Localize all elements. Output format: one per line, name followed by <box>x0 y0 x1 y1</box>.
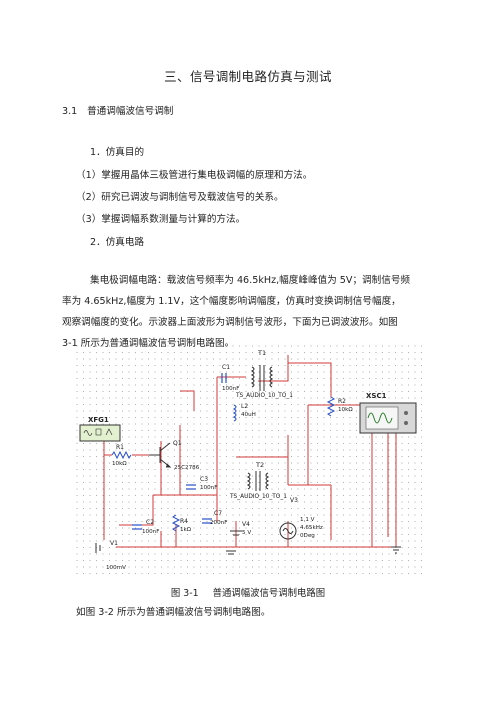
xsc1-label: XSC1 <box>366 392 387 400</box>
c2-label: C2 <box>146 519 154 526</box>
c7-value: 200nF <box>210 520 227 526</box>
function-generator-xfg1 <box>79 424 121 442</box>
purpose-item-2: （2）研究已调波与调制信号及载波信号的关系。 <box>76 192 284 203</box>
v4-value: 5 V <box>242 530 251 536</box>
ground-symbols <box>226 546 401 555</box>
dc-source-v4 <box>230 530 242 536</box>
v4-label: V4 <box>242 521 250 528</box>
wires <box>103 355 397 548</box>
transformer-t2 <box>246 471 270 491</box>
c1-value: 100nF <box>222 386 239 392</box>
v1-value: 100mV <box>106 565 126 571</box>
resistor-r2 <box>326 396 336 417</box>
q1-value: 2SC2786 <box>174 465 200 471</box>
capacitor-c7 <box>202 518 212 524</box>
purpose-item-3: （3）掌握调幅系数测量与计算的方法。 <box>76 214 246 225</box>
transformer-t1 <box>250 365 274 391</box>
paragraph-line-2: 率为 4.65kHz,幅度为 1.1V，这个幅度影响调幅度，仿真时变换调制信号幅… <box>62 296 401 307</box>
c3-value: 100nF <box>200 485 217 491</box>
section-number: 3.1 <box>62 106 78 117</box>
capacitor-c1 <box>221 373 227 383</box>
section-heading: 3.1 普通调幅波信号调制 <box>62 103 173 117</box>
resistor-r1 <box>111 450 132 460</box>
v3-label: V3 <box>290 497 298 504</box>
l2-value: 40uH <box>241 412 256 418</box>
v3-amplitude: 1.1 V <box>300 517 315 523</box>
next-paragraph-line: 如图 3-2 所示为普通调幅波信号调制电路图。 <box>76 607 271 618</box>
r4-value: 1kΩ <box>180 527 192 533</box>
paragraph-line-1: 集电极调幅电路：载波信号频率为 46.5kHz,幅度峰峰值为 5V；调制信号频 <box>90 275 411 286</box>
dc-source-v1 <box>95 543 101 553</box>
capacitor-c3 <box>186 484 196 490</box>
resistor-r4 <box>171 514 181 532</box>
figure-caption: 图 3-1 普通调幅波信号调制电路图 <box>0 585 496 599</box>
section-title: 普通调幅波信号调制 <box>87 106 174 117</box>
ac-source-v3 <box>279 522 297 540</box>
figure-caption-text: 普通调幅波信号调制电路图 <box>212 588 326 599</box>
xfg1-label: XFG1 <box>88 416 109 424</box>
r1-label: R1 <box>116 444 124 451</box>
page-title: 三、信号调制电路仿真与测试 <box>164 69 332 84</box>
t2-label: T2 <box>255 461 264 469</box>
subsection-heading-circuit: 2．仿真电路 <box>90 237 145 248</box>
t2-type-label: TS_AUDIO_10_TO_1 <box>229 494 287 500</box>
transistor-q1 <box>149 442 172 468</box>
v3-phase: 0Deg <box>300 533 315 539</box>
r4-label: R4 <box>180 518 188 525</box>
t1-label: T1 <box>257 349 266 357</box>
r2-label: R2 <box>338 398 346 405</box>
v3-frequency: 4.65kHz <box>300 525 323 531</box>
c1-label: C1 <box>222 364 230 371</box>
c7-label: C7 <box>214 510 222 517</box>
grid-background <box>76 345 422 578</box>
inductor-l2 <box>232 404 237 422</box>
figure-label: 图 3-1 <box>170 588 199 599</box>
r1-value: 10kΩ <box>112 461 127 467</box>
circuit-diagram: T1 TS_AUDIO_10_TO_1 C1 100nF L2 40uH R2 … <box>76 345 422 578</box>
oscilloscope-xsc1 <box>359 402 417 434</box>
subsection-heading-purpose: 1．仿真目的 <box>90 147 145 158</box>
v1-label: V1 <box>110 540 118 547</box>
r2-value: 10kΩ <box>338 407 353 413</box>
capacitor-c2 <box>132 524 142 530</box>
c2-value: 100nF <box>142 529 159 535</box>
q1-label: Q1 <box>173 440 182 447</box>
t1-type-label: TS_AUDIO_10_TO_1 <box>235 393 293 399</box>
purpose-item-1: （1）掌握用晶体三极管进行集电极调幅的原理和方法。 <box>76 170 313 181</box>
l2-label: L2 <box>241 403 248 410</box>
paragraph-line-3: 观察调幅度的变化。示波器上面波形为调制信号波形，下面为已调波波形。如图 <box>62 317 398 328</box>
paragraph-line-4: 3-1 所示为普通调幅波信号调制电路图。 <box>62 338 235 349</box>
c3-label: C3 <box>200 476 208 483</box>
